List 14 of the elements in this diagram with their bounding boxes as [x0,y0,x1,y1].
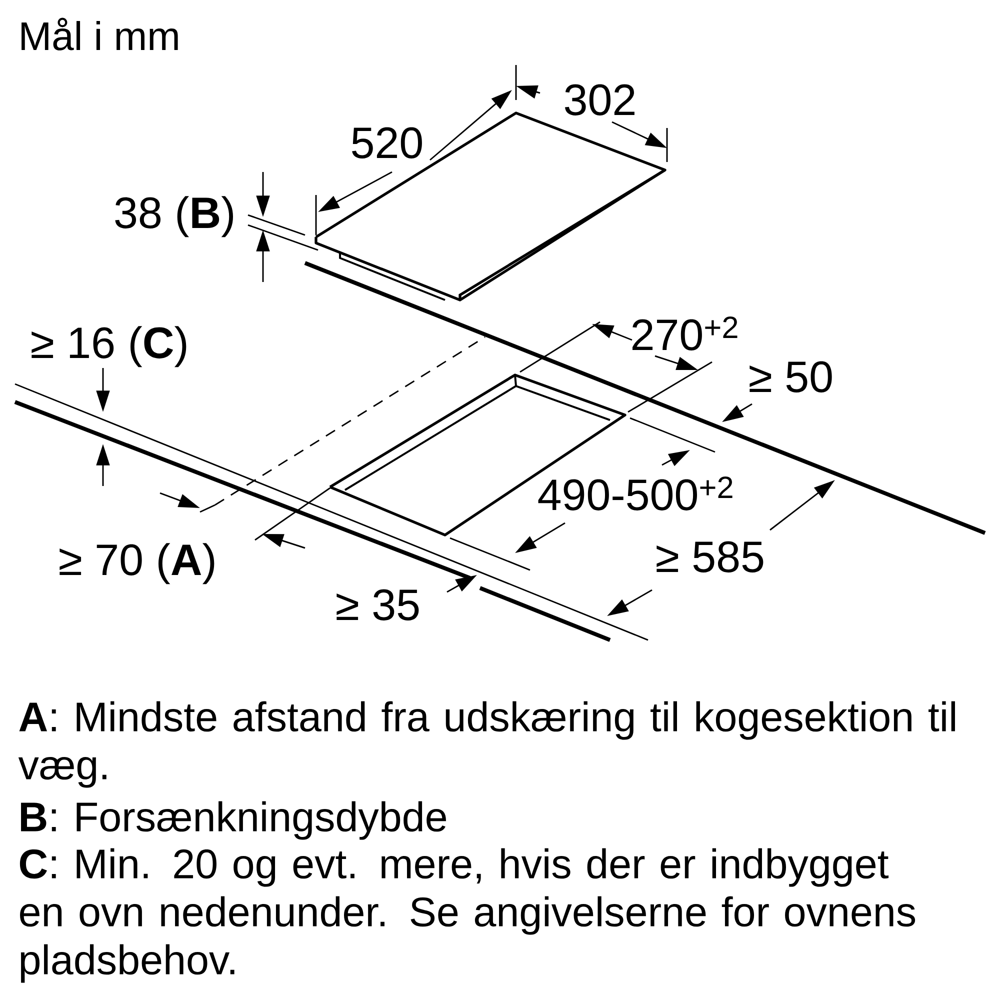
dimension-label: 38 (B) [115,196,233,238]
dimension-label: 520 [352,127,422,158]
legend-note: A: Mindste afstand fra udskæring til kogesektion til væg. [18,701,955,788]
legend-note: B: Forsænkningsdybde [21,801,446,840]
dimension-label: ≥ 50 [750,361,832,392]
dimension-label: 270$^{+2}$ [632,316,738,350]
legend-note: C: Min. 20 og evt. mere, hvis der er indbygget en ovn nedenunder. Se angivelserne for ovnens pladsbehov. [20,848,916,983]
heading: Mål i mm [22,18,178,50]
dimension-label: 302 [564,84,634,116]
dimension-label: ≥ 70 (A) [60,543,214,584]
dimension-label: ≥ 35 [336,589,419,620]
dimension-label: 490-500$^{+2}$ [538,476,732,510]
dimension-label: ≥ 16 (C) [32,326,186,368]
dimension-label: ≥ 585 [656,541,764,572]
